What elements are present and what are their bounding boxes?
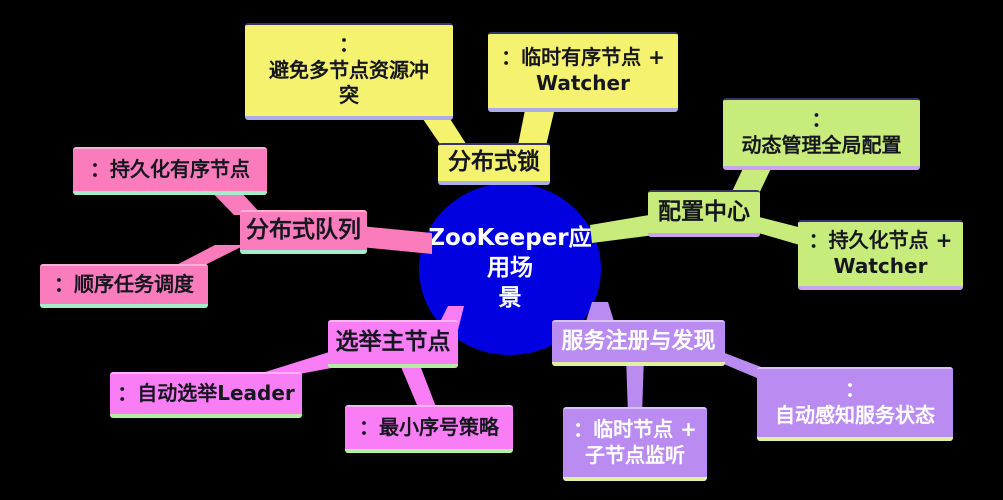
- branch-config-center: 配置中心: [648, 190, 760, 237]
- center-node-label: ZooKeeper应用场 景: [428, 225, 592, 311]
- note-min-sequence-strategy: ：最小序号策略: [345, 405, 513, 453]
- note-auto-sense-service-status: ： 自动感知服务状态: [757, 367, 953, 441]
- branch-distributed-queue: 分布式队列: [240, 210, 367, 254]
- note-persistent-node-watcher: ：持久化节点 + Watcher: [798, 220, 963, 290]
- note-dynamic-global-config: ： 动态管理全局配置: [723, 98, 920, 170]
- branch-leader-election: 选举主节点: [328, 320, 458, 368]
- note-avoid-resource-conflict: ： 避免多节点资源冲 突: [245, 23, 453, 120]
- note-ephemeral-node-child-watch: ：临时节点 + 子节点监听: [563, 407, 707, 481]
- note-sequential-task-scheduling: ：顺序任务调度: [40, 264, 208, 308]
- note-ephemeral-sequential-watcher: ：临时有序节点 + Watcher: [488, 32, 678, 112]
- note-auto-elect-leader: ：自动选举Leader: [110, 372, 302, 418]
- note-persistent-sequential-node: ：持久化有序节点: [73, 147, 267, 195]
- branch-service-registry-discovery: 服务注册与发现: [552, 320, 725, 366]
- branch-distributed-lock: 分布式锁: [438, 143, 550, 185]
